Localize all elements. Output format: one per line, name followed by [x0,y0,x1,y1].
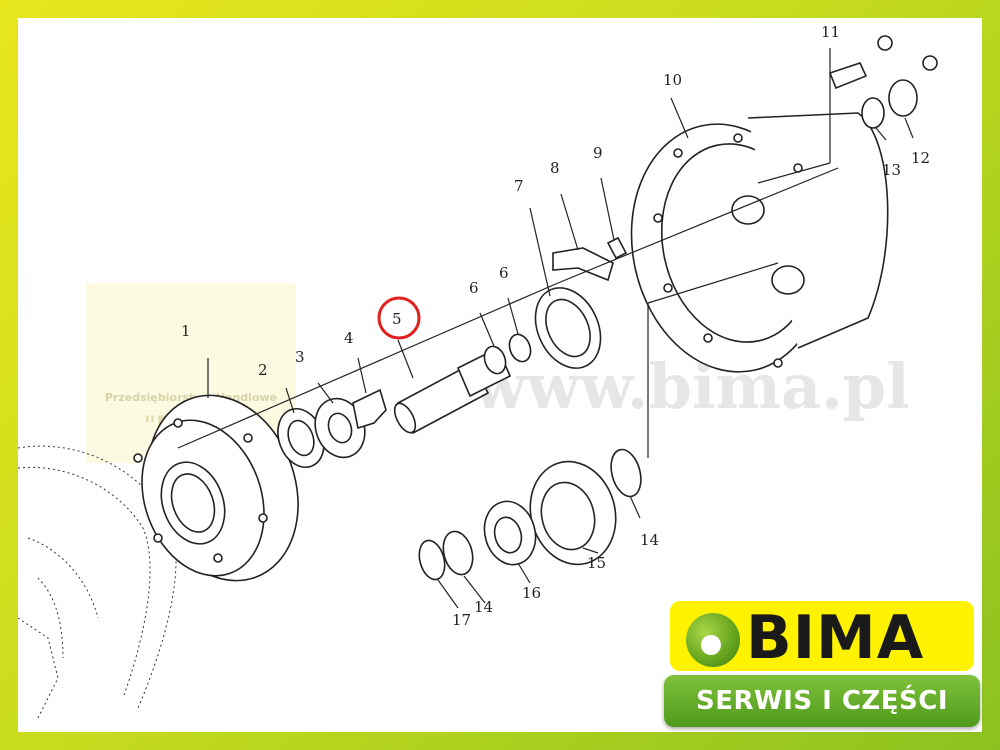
callout-7: 7 [514,177,524,195]
callout-6b: 6 [499,264,509,282]
seal-ring-part [861,97,885,129]
callout-3: 3 [295,348,305,366]
callout-15: 15 [587,554,606,572]
logo-subtitle-bar: SERWIS I CZĘŚCI [664,675,980,727]
plug-part [888,79,918,117]
snap-ring-part-a [610,448,642,498]
callout-17: 17 [452,611,471,629]
callout-2: 2 [258,361,268,379]
lock-plate-part [352,388,387,430]
ring-gear-part [529,460,617,566]
logo-subtitle: SERWIS I CZĘŚCI [695,686,949,716]
callout-4: 4 [344,329,354,347]
hub-bolt-part [828,62,868,90]
callout-8: 8 [550,159,560,177]
callout-12: 12 [911,149,930,167]
leader-lines [177,48,914,609]
callout-10: 10 [663,71,682,89]
plug-head-icon [922,55,938,71]
callout-9: 9 [593,144,603,162]
bima-logo: BIMA SERWIS I CZĘŚCI [664,597,980,730]
site-watermark: www.bima.pl [472,350,910,423]
callout-5: 5 [392,310,402,328]
callout-16: 16 [522,584,541,602]
callout-13: 13 [882,161,901,179]
retaining-ring-part [534,287,602,369]
highlight-circle [377,296,421,340]
sun-gear-part [483,500,537,566]
segment-plate-part [552,247,614,282]
exploded-parts-diagram: www.bima.pl [18,23,938,719]
callout-14b: 14 [474,598,493,616]
diagram-canvas: Przedsiębiorstwo Handlowe "BIMA" www.bim… [18,18,982,732]
planet-carrier-part [133,394,299,582]
callout-11: 11 [821,23,840,41]
callout-6a: 6 [469,279,479,297]
circlip-part [418,539,446,581]
bolt-part [606,236,628,260]
logo-banner: BIMA [670,601,974,673]
logo-brand: BIMA [746,603,925,673]
bolt-head-icon [877,35,893,51]
washer-part-b [508,333,532,363]
callout-14a: 14 [640,531,659,549]
washer-part-a [483,345,507,375]
thrust-washer-part [277,408,325,468]
bearing-ring-part [314,397,366,459]
snap-ring-part-b [442,530,474,576]
callout-1: 1 [181,322,191,340]
ball-highlight-icon [701,635,721,655]
hub-housing-part [630,112,889,373]
